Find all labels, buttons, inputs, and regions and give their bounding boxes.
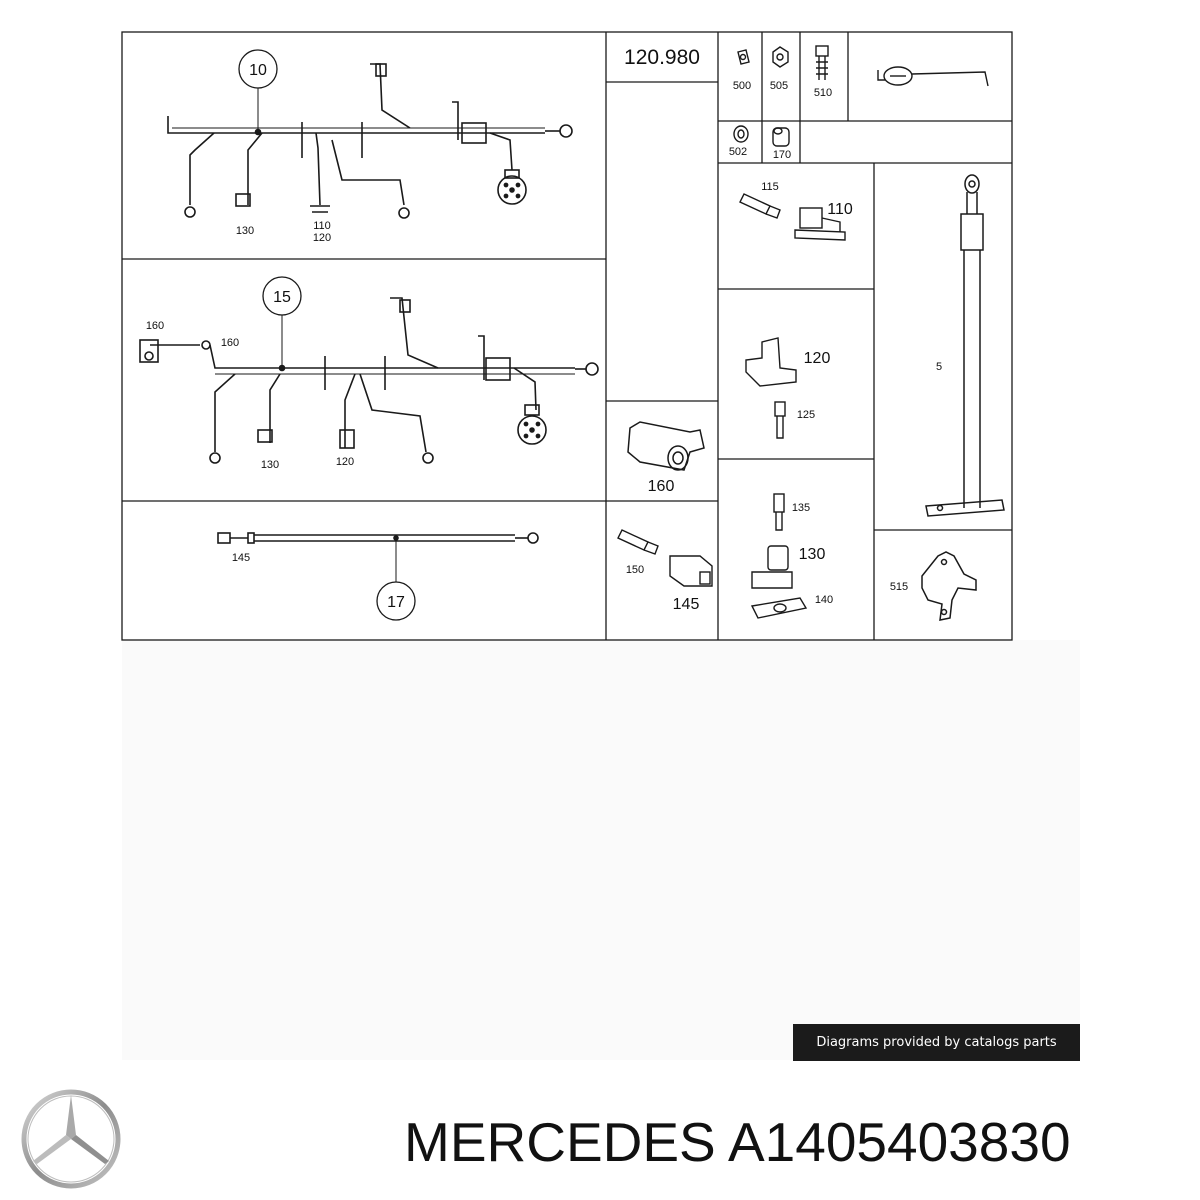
part-160 xyxy=(627,421,705,471)
part-5-sleeve xyxy=(925,174,1005,517)
label-500: 500 xyxy=(733,80,751,92)
label-145: 145 xyxy=(673,596,700,613)
part-515-bracket xyxy=(921,551,977,621)
part-150-145 xyxy=(617,529,713,587)
label-a-120: 120 xyxy=(313,232,331,244)
callout-10 xyxy=(238,49,278,89)
label-b-160a: 160 xyxy=(146,320,164,332)
label-115: 115 xyxy=(761,181,779,193)
callout-15-label: 15 xyxy=(273,289,291,306)
label-510: 510 xyxy=(814,87,832,99)
label-125: 125 xyxy=(797,409,815,421)
mercedes-star-icon xyxy=(21,1089,121,1189)
callout-15 xyxy=(262,276,302,316)
label-b-130: 130 xyxy=(261,459,279,471)
wiring-harness-10 xyxy=(167,63,573,219)
label-140: 140 xyxy=(815,594,833,606)
label-130: 130 xyxy=(799,546,826,563)
small-parts xyxy=(733,45,989,147)
group-code: 120.980 xyxy=(624,46,700,69)
label-b-160b: 160 xyxy=(221,337,239,349)
part-135-130-140 xyxy=(750,493,808,619)
label-502: 502 xyxy=(729,146,747,158)
wiring-harness-15 xyxy=(139,297,599,464)
brand-part-title: MERCEDES A1405403830 xyxy=(404,1110,1071,1174)
callout-17 xyxy=(376,581,416,621)
label-170: 170 xyxy=(773,149,791,161)
label-160: 160 xyxy=(648,478,675,495)
label-120: 120 xyxy=(804,350,831,367)
label-515: 515 xyxy=(890,581,908,593)
callout-10-label: 10 xyxy=(249,62,267,79)
callout-17-label: 17 xyxy=(387,594,405,611)
brand-name: MERCEDES xyxy=(404,1111,716,1173)
label-a-130: 130 xyxy=(236,225,254,237)
label-110: 110 xyxy=(827,201,853,218)
label-c-145: 145 xyxy=(232,552,250,564)
attribution-badge: Diagrams provided by catalogs parts xyxy=(793,1024,1080,1061)
label-505: 505 xyxy=(770,80,788,92)
label-150: 150 xyxy=(626,564,644,576)
diagram-background xyxy=(122,640,1080,1060)
part-120-125 xyxy=(745,337,797,439)
diagram-grid xyxy=(121,31,1013,641)
label-b-120: 120 xyxy=(336,456,354,468)
part-115-110 xyxy=(739,193,846,241)
cable-17 xyxy=(217,532,539,583)
part-number: A1405403830 xyxy=(727,1111,1071,1173)
label-a-110: 110 xyxy=(313,220,331,232)
label-135: 135 xyxy=(792,502,810,514)
label-5: 5 xyxy=(936,361,942,373)
